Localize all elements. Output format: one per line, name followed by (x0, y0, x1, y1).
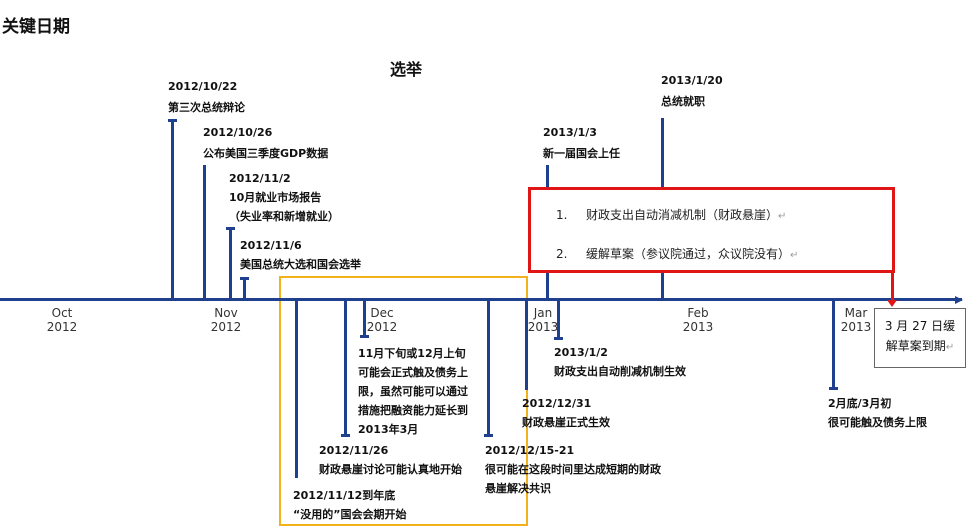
event-2013-1-3: 2013/1/3 新一届国会上任 (543, 126, 620, 160)
red-connector (891, 273, 894, 303)
event-stem (487, 300, 490, 436)
event-cap (484, 434, 493, 437)
yellow-highlight-box (279, 276, 528, 526)
event-2012-10-22: 2012/10/22 第三次总统辩论 (168, 80, 245, 114)
event-cap (360, 335, 369, 338)
event-feb-mar-debt-ceiling: 2月底/3月初 很可能触及债务上限 (828, 397, 927, 429)
event-stem (171, 120, 174, 300)
event-2012-11-6: 2012/11/6 美国总统大选和国会选举 (240, 239, 361, 271)
event-stem (203, 165, 206, 300)
timeline-axis (0, 298, 962, 301)
event-cap (829, 387, 838, 390)
event-stem (344, 300, 347, 435)
diagram-subtitle: 选举 (390, 60, 423, 79)
event-cap (226, 227, 235, 230)
callout-box: 3 月 27 日缓 解草案到期↵ (874, 308, 966, 368)
event-stem (525, 300, 528, 390)
event-stem (832, 300, 835, 388)
event-stem (295, 300, 298, 478)
red-highlight-box: 1.财政支出自动消减机制（财政悬崖）↵ 2.缓解草案（参议院通过，众议院没有）↵ (528, 187, 895, 273)
page-title: 关键日期 (2, 17, 70, 37)
event-cap (168, 119, 177, 122)
event-debt-ceiling-early: 11月下旬或12月上旬 可能会正式触及债务上 限，虽然可能可以通过 措施把融资能… (358, 347, 468, 436)
event-2013-1-20: 2013/1/20 总统就职 (661, 74, 723, 108)
event-cap (240, 277, 249, 280)
event-stem (229, 228, 232, 300)
event-stem (243, 278, 246, 300)
red-arrow-icon (887, 300, 897, 307)
event-2012-11-2: 2012/11/2 10月就业市场报告 （失业率和新增就业） (229, 172, 339, 223)
red-box-item-2: 2.缓解草案（参议院通过，众议院没有）↵ (556, 247, 799, 261)
event-cap (341, 434, 350, 437)
event-stem (557, 300, 560, 338)
timeline-arrow-icon (955, 296, 963, 304)
event-2012-10-26: 2012/10/26 公布美国三季度GDP数据 (203, 126, 329, 160)
event-2012-12-31: 2012/12/31 财政悬崖正式生效 (522, 397, 610, 429)
event-stem (363, 300, 366, 336)
event-2012-11-12: 2012/11/12到年底 “没用的”国会会期开始 (293, 489, 407, 521)
event-2013-1-2: 2013/1/2 财政支出自动削减机制生效 (554, 346, 686, 378)
event-2012-12-15-21: 2012/12/15-21 很可能在这段时间里达成短期的财政 悬崖解决共识 (485, 444, 661, 495)
event-cap (554, 337, 563, 340)
red-box-item-1: 1.财政支出自动消减机制（财政悬崖）↵ (556, 208, 787, 222)
event-2012-11-26: 2012/11/26 财政悬崖讨论可能认真地开始 (319, 444, 462, 476)
